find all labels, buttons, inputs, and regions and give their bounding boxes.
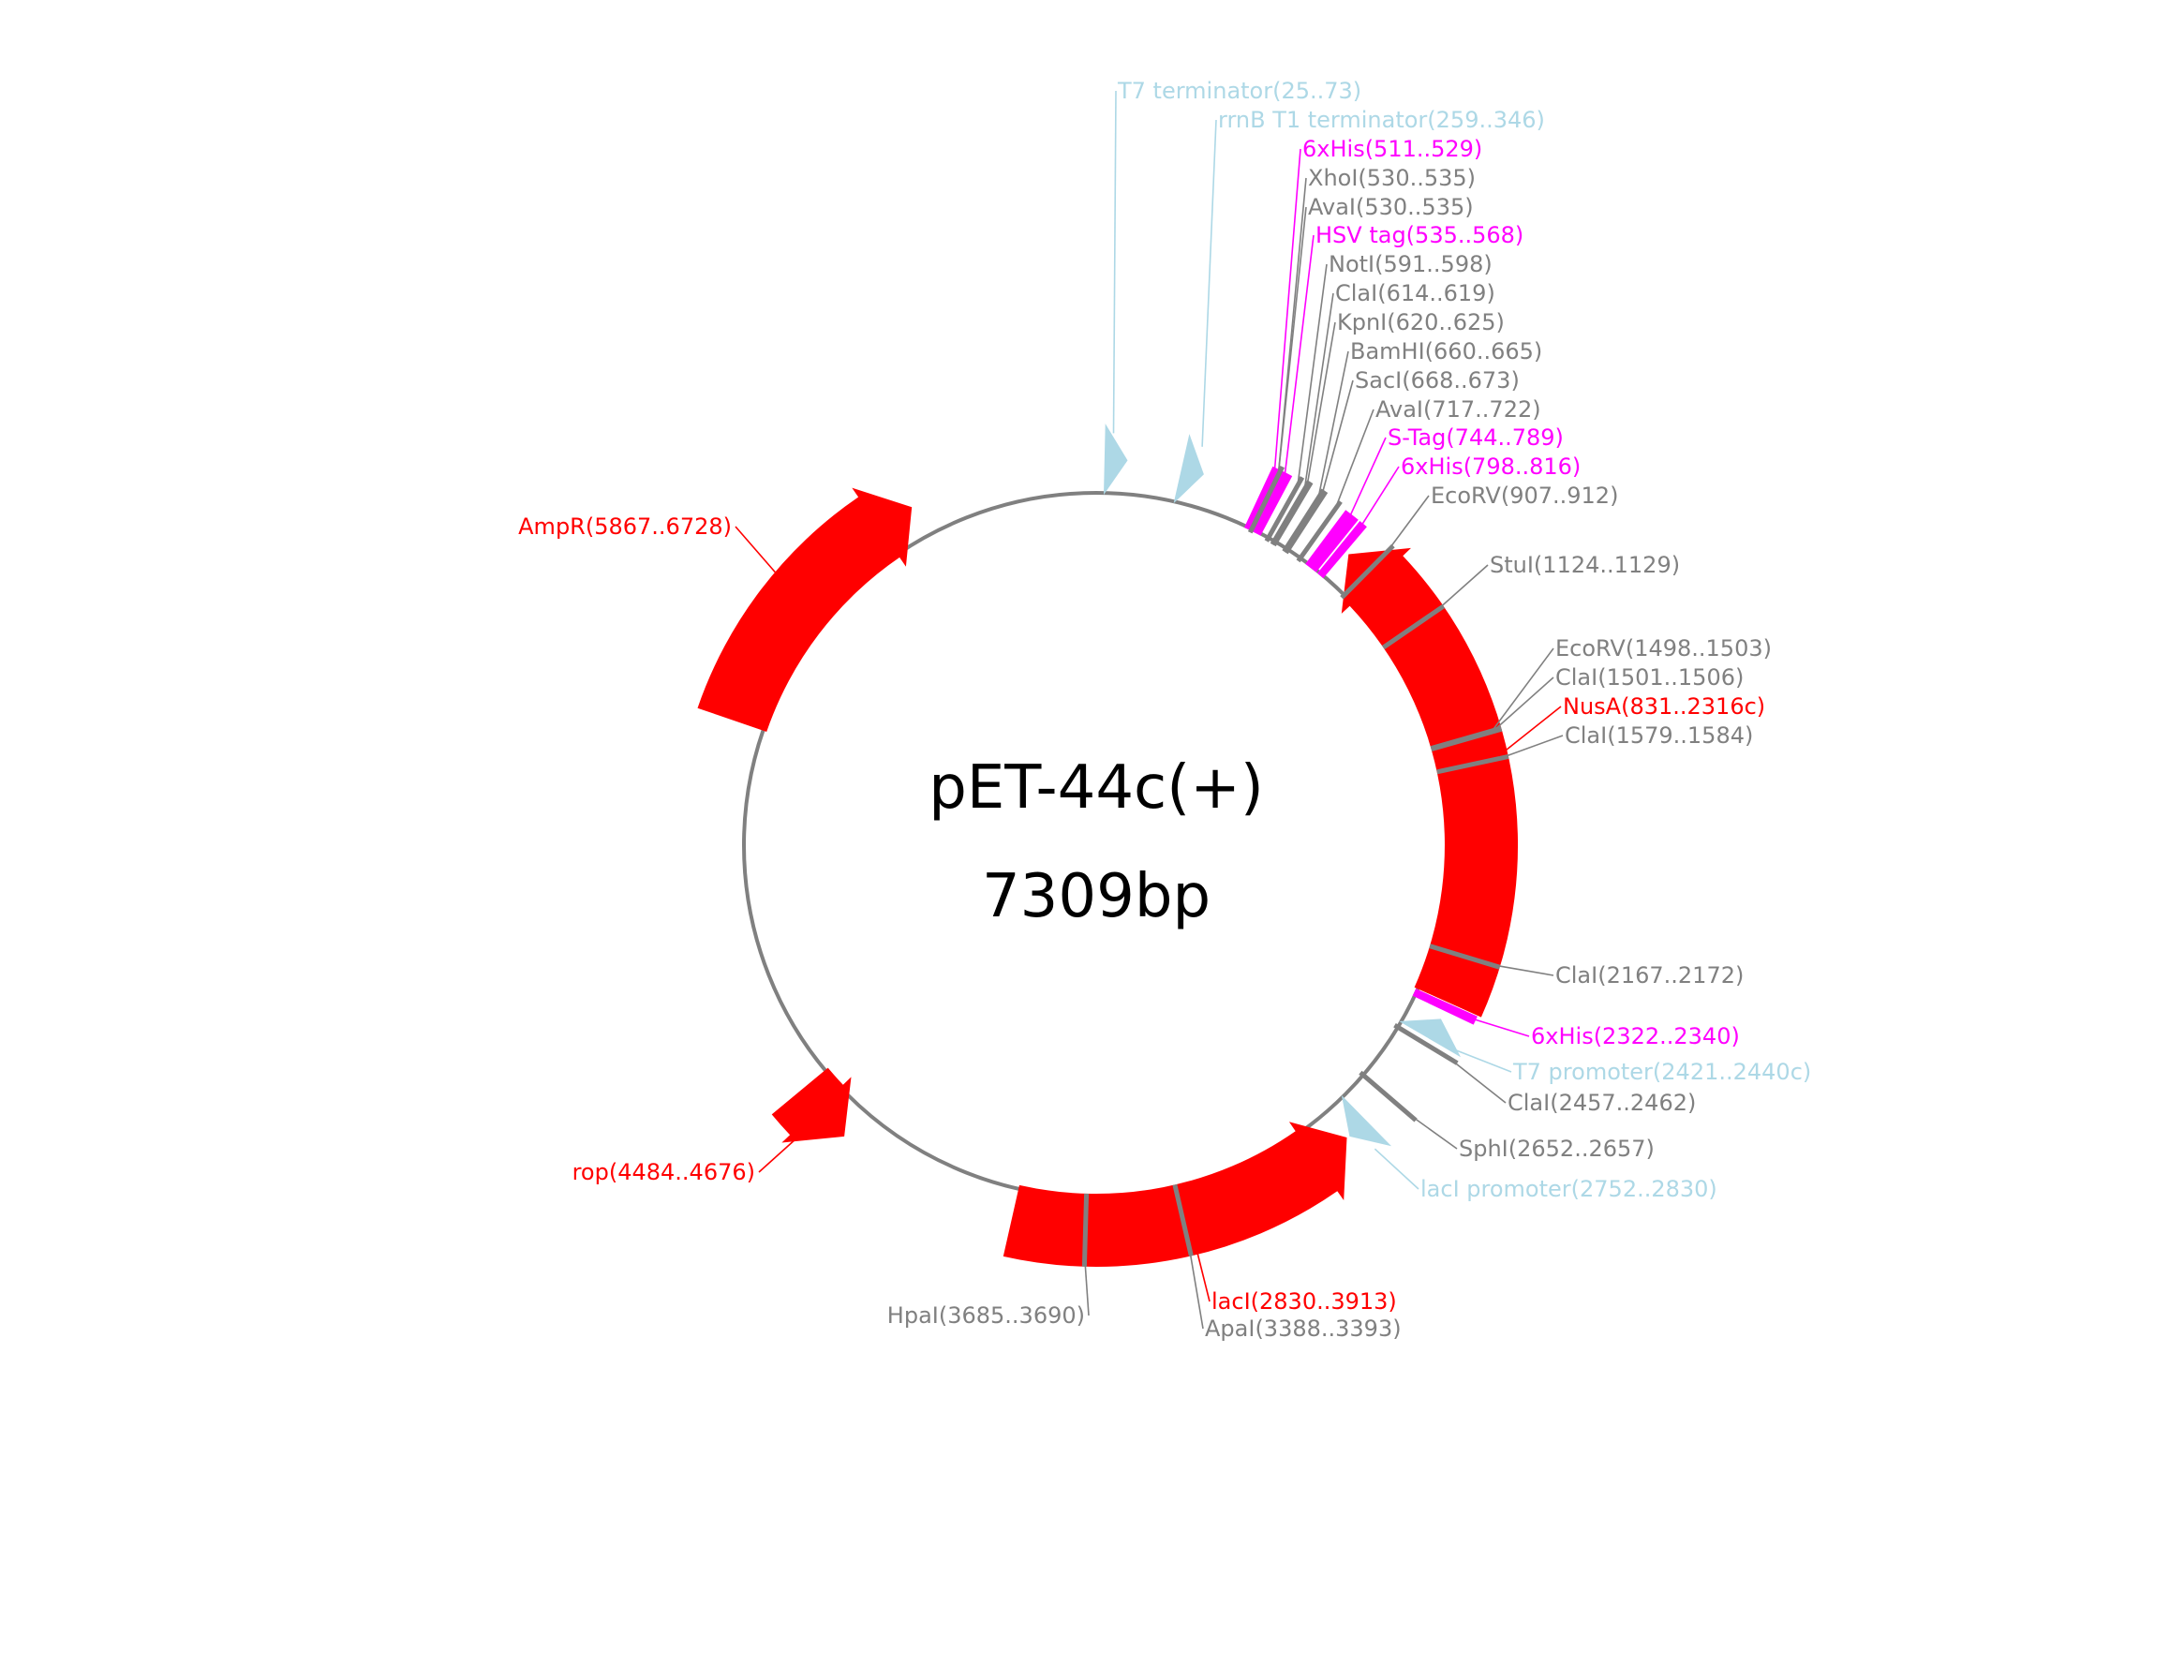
feature-rop-3 [771,1067,852,1143]
site-label-stui-1124-1129: StuI(1124..1129) [1490,552,1680,578]
label-6xhis-4-leader [1273,148,1301,474]
site-label-xhoi-530-535: XhoI(530..535) [1308,165,1476,191]
site-label-clai-614-619-leader [1303,292,1334,490]
site-mark-kpni-620-625 [1271,481,1314,547]
plasmid-size: 7309bp [982,862,1211,931]
feature-t7-terminator-9 [1104,424,1128,496]
site-mark-avai-530-535 [1248,466,1285,534]
feature-6xhis-8 [1412,989,1478,1025]
label-t7-terminator-9-leader [1112,90,1117,434]
feature-s-tag-6 [1305,510,1359,572]
site-label-clai-2457-2462-leader [1449,1057,1507,1104]
site-mark-stui-1124-1129 [1381,603,1446,650]
site-label-clai-1579-1584-leader [1498,735,1564,760]
label-6xhis-7-leader [1359,466,1400,529]
site-label-saci-668-673-leader [1319,379,1354,500]
feature-t7-promoter-11 [1399,1018,1461,1058]
label-hsv-tag-5-leader [1284,234,1315,479]
site-label-hpai-3685-3690-leader [1083,1256,1090,1316]
feature-laci-promoter-12 [1341,1095,1392,1147]
label-6xhis-7: 6xHis(798..816) [1401,453,1581,480]
site-label-kpni-620-625: KpnI(620..625) [1337,309,1505,335]
site-label-bamhi-660-665: BamHI(660..665) [1350,338,1542,364]
label-rop-3: rop(4484..4676) [572,1159,755,1185]
site-label-saci-668-673: SacI(668..673) [1355,367,1520,394]
site-label-ecorv-907-912: EcoRV(907..912) [1431,483,1618,509]
label-nusa-1-leader [1498,706,1562,757]
site-label-avai-530-535-leader [1277,206,1307,476]
feature-rrnb-t1-terminator-10 [1173,434,1204,504]
label-nusa-1: NusA(831..2316c) [1563,693,1765,720]
label-ampr-0-leader [735,526,782,580]
site-mark-sphi-2652-2657 [1359,1070,1418,1122]
site-label-avai-717-722: AvaI(717..722) [1375,396,1541,423]
label-6xhis-8: 6xHis(2322..2340) [1531,1023,1740,1049]
plasmid-name: pET-44c(+) [929,753,1264,823]
site-label-clai-2167-2172-leader [1490,963,1554,976]
site-label-noti-591-598: NotI(591..598) [1329,251,1493,277]
label-ampr-0: AmpR(5867..6728) [518,513,732,540]
site-label-clai-2457-2462: ClaI(2457..2462) [1508,1090,1696,1116]
site-label-avai-717-722-leader [1334,409,1374,510]
site-label-clai-614-619: ClaI(614..619) [1335,280,1495,306]
label-6xhis-8-leader [1470,1017,1530,1037]
site-label-stui-1124-1129-leader [1434,564,1489,613]
site-label-noti-591-598-leader [1297,263,1328,486]
site-label-avai-530-535: AvaI(530..535) [1308,194,1474,220]
features-layer [697,424,1519,1267]
leader-lines-layer [735,90,1564,1330]
site-mark-clai-2457-2462 [1393,1023,1459,1065]
label-rrnb-t1-terminator-10-leader [1201,119,1217,447]
label-s-tag-6-leader [1347,437,1387,520]
label-laci-2: lacI(2830..3913) [1211,1288,1397,1315]
site-label-apai-3388-3393-leader [1188,1246,1204,1330]
label-t7-promoter-11: T7 promoter(2421..2440c) [1512,1059,1811,1085]
label-6xhis-4: 6xHis(511..529) [1302,136,1482,162]
site-mark-saci-668-673 [1284,490,1329,555]
label-laci-promoter-12-leader [1374,1148,1419,1190]
site-mark-noti-591-598 [1264,476,1305,543]
site-label-ecorv-1498-1503: EcoRV(1498..1503) [1555,635,1772,662]
site-mark-apai-3388-3393 [1172,1183,1194,1256]
site-mark-clai-2167-2172 [1429,944,1501,970]
site-label-sphi-2652-2657: SphI(2652..2657) [1459,1136,1655,1162]
sites-layer [1081,466,1509,1267]
site-label-kpni-620-625-leader [1305,321,1336,491]
site-label-hpai-3685-3690: HpaI(3685..3690) [887,1302,1085,1329]
label-rop-3-leader [758,1133,803,1173]
site-mark-clai-1579-1584 [1436,753,1509,775]
site-label-clai-2167-2172: ClaI(2167..2172) [1555,962,1744,989]
label-laci-promoter-12: lacI promoter(2752..2830) [1420,1176,1717,1202]
label-s-tag-6: S-Tag(744..789) [1388,424,1564,451]
label-rrnb-t1-terminator-10: rrnB T1 terminator(259..346) [1218,107,1545,133]
site-mark-clai-1501-1506 [1430,726,1503,752]
site-mark-hpai-3685-3690 [1081,1193,1090,1267]
site-label-bamhi-660-665-leader [1317,350,1349,498]
feature-6xhis-7 [1317,521,1367,579]
feature-nusa-1 [1341,547,1519,1018]
site-mark-bamhi-660-665 [1282,488,1326,553]
site-label-clai-1501-1506-leader [1492,676,1554,733]
site-label-ecorv-907-912-leader [1386,495,1430,554]
site-label-apai-3388-3393: ApaI(3388..3393) [1205,1316,1402,1342]
label-hsv-tag-5: HSV tag(535..568) [1315,222,1523,248]
site-mark-avai-717-722 [1296,499,1343,563]
label-t7-promoter-11-leader [1453,1048,1512,1073]
feature-hsv-tag-5 [1252,470,1293,536]
feature-ampr-0 [697,487,913,732]
site-label-clai-1501-1506: ClaI(1501..1506) [1555,664,1744,691]
label-t7-terminator-9: T7 terminator(25..73) [1117,78,1361,104]
labels-layer: AmpR(5867..6728) NusA(831..2316c) lacI(283… [518,78,1811,1342]
site-label-clai-1579-1584: ClaI(1579..1584) [1565,722,1753,749]
label-laci-2-leader [1195,1244,1211,1302]
site-mark-ecorv-907-912 [1340,543,1395,600]
site-label-ecorv-1498-1503-leader [1492,647,1554,732]
feature-6xhis-4 [1244,466,1282,531]
site-label-sphi-2652-2657-leader [1408,1113,1458,1150]
